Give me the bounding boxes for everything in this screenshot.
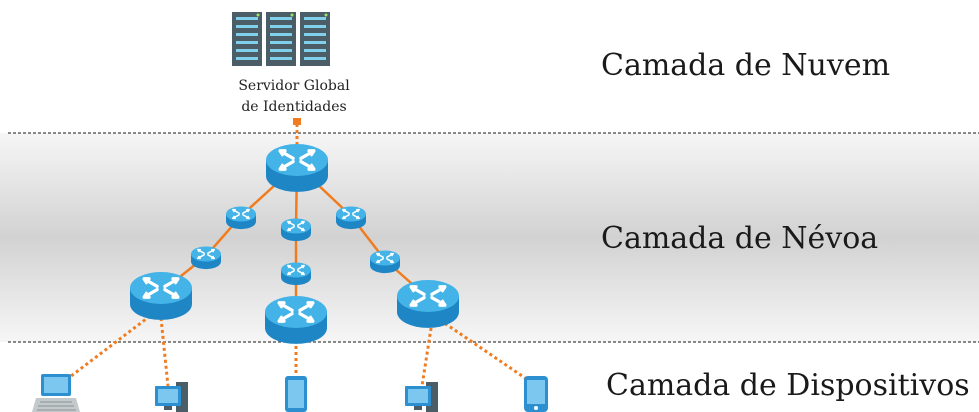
router-icon <box>263 294 329 346</box>
device-link <box>420 321 434 387</box>
smartphone-icon <box>524 376 548 412</box>
desktop-computer-icon <box>155 382 188 412</box>
server-caption-line-1: Servidor Global <box>238 78 350 94</box>
server-caption: Servidor Global de Identidades <box>204 76 384 118</box>
server-rack-icon <box>232 12 330 66</box>
router-icon <box>264 142 330 194</box>
devices-layer-label: Camada de Dispositivos <box>606 368 970 403</box>
fog-layer-label: Camada de Névoa <box>601 221 879 256</box>
desktop-computer-icon <box>405 382 438 412</box>
router-icon <box>280 217 312 242</box>
device-link <box>159 317 170 387</box>
router-icon <box>335 205 367 230</box>
router-icon <box>225 205 257 230</box>
cloud-layer-label: Camada de Nuvem <box>601 48 891 83</box>
router-icon <box>190 245 222 270</box>
router-icon <box>280 261 312 286</box>
tablet-icon <box>285 376 307 412</box>
cloud-link-connector <box>293 118 301 125</box>
router-icon <box>369 249 401 274</box>
laptop-icon <box>32 374 80 412</box>
server-caption-line-2: de Identidades <box>241 99 347 115</box>
router-icon <box>128 270 194 322</box>
router-icon <box>395 278 461 330</box>
device-link <box>57 314 151 388</box>
